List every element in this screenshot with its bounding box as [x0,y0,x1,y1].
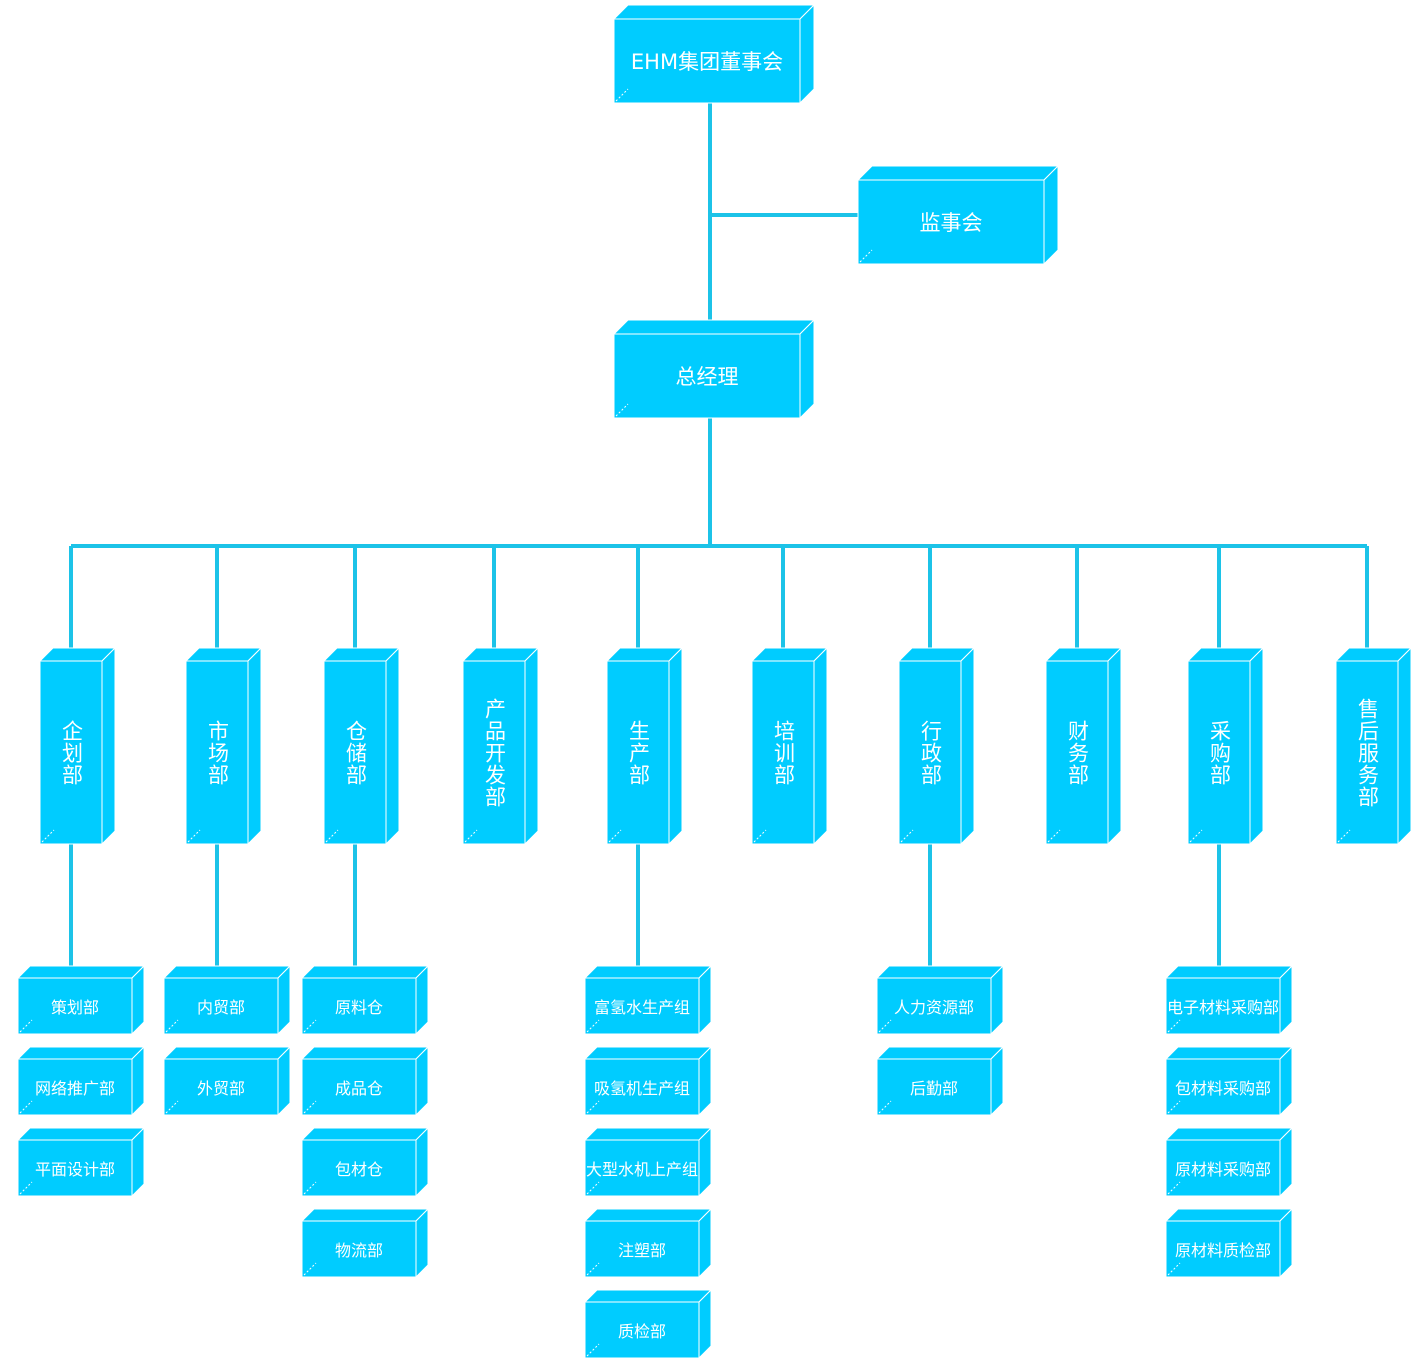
department-node-label: 生产部 [626,719,651,786]
sub-department-node-label: 吸氢机生产组 [593,1079,690,1098]
sub-department-node-label: 质检部 [617,1322,666,1341]
department-node-label: 采购部 [1207,719,1232,786]
sub-department-node: 注塑部 [583,1207,713,1279]
sub-department-node: 原料仓 [300,964,430,1036]
sub-department-node: 成品仓 [300,1045,430,1117]
sub-department-node: 外贸部 [162,1045,292,1117]
sub-department-node: 后勤部 [875,1045,1005,1117]
department-node-label: 行政部 [918,719,943,786]
sub-department-node: 原材料质检部 [1164,1207,1294,1279]
department-node: 行政部 [897,646,976,846]
sub-department-node: 富氢水生产组 [583,964,713,1036]
sub-department-node-label: 平面设计部 [34,1160,115,1179]
gm-node: 总经理 [612,318,816,420]
sub-department-node: 内贸部 [162,964,292,1036]
department-node-label: 企划部 [59,719,84,786]
sub-department-node-label: 富氢水生产组 [593,998,690,1017]
department-node: 采购部 [1186,646,1265,846]
department-node: 市场部 [184,646,263,846]
sub-department-node-label: 成品仓 [334,1079,383,1098]
sub-department-node: 网络推广部 [16,1045,146,1117]
sub-department-node-label: 注塑部 [617,1241,666,1260]
sub-department-node: 电子材料采购部 [1164,964,1294,1036]
department-node: 企划部 [38,646,117,846]
sub-department-node-label: 大型水机上产组 [585,1160,698,1179]
sub-department-node: 策划部 [16,964,146,1036]
board-node: EHM集团董事会 [612,3,816,105]
sub-department-node: 原材料采购部 [1164,1126,1294,1198]
sub-department-node-label: 包材料采购部 [1174,1079,1271,1098]
department-node: 售后服务部 [1334,646,1413,846]
department-node-label: 财务部 [1065,719,1090,786]
sub-department-node: 质检部 [583,1288,713,1360]
sub-department-node-label: 网络推广部 [34,1079,115,1098]
department-node: 培训部 [750,646,829,846]
sub-department-node-label: 策划部 [50,998,99,1017]
department-node-label: 产品开发部 [482,697,507,808]
department-node-label: 培训部 [771,719,796,786]
department-node: 产品开发部 [461,646,540,846]
sub-department-node-label: 原料仓 [334,998,383,1017]
department-node-label: 仓储部 [343,719,368,786]
board-node-label: EHM集团董事会 [630,50,784,74]
sub-department-node-label: 人力资源部 [893,998,974,1017]
sub-department-node: 包材料采购部 [1164,1045,1294,1117]
sub-department-node-label: 后勤部 [909,1079,958,1098]
sub-department-node-label: 内贸部 [196,998,245,1017]
department-node: 仓储部 [322,646,401,846]
department-node: 财务部 [1044,646,1123,846]
sub-department-node: 物流部 [300,1207,430,1279]
gm-node-label: 总经理 [675,365,739,389]
sub-department-node: 人力资源部 [875,964,1005,1036]
sub-department-node: 包材仓 [300,1126,430,1198]
sub-department-node: 吸氢机生产组 [583,1045,713,1117]
department-node-label: 市场部 [205,719,230,786]
sub-department-node: 大型水机上产组 [583,1126,713,1198]
department-node-label: 售后服务部 [1355,697,1380,808]
sub-department-node-label: 电子材料采购部 [1166,998,1279,1017]
supervisory-node-label: 监事会 [919,211,983,235]
department-node: 生产部 [605,646,684,846]
supervisory-node: 监事会 [856,164,1060,266]
sub-department-node-label: 外贸部 [196,1079,245,1098]
sub-department-node-label: 物流部 [334,1241,383,1260]
sub-department-node-label: 包材仓 [334,1160,383,1179]
sub-department-node: 平面设计部 [16,1126,146,1198]
sub-department-node-label: 原材料采购部 [1174,1160,1271,1179]
sub-department-node-label: 原材料质检部 [1174,1241,1271,1260]
